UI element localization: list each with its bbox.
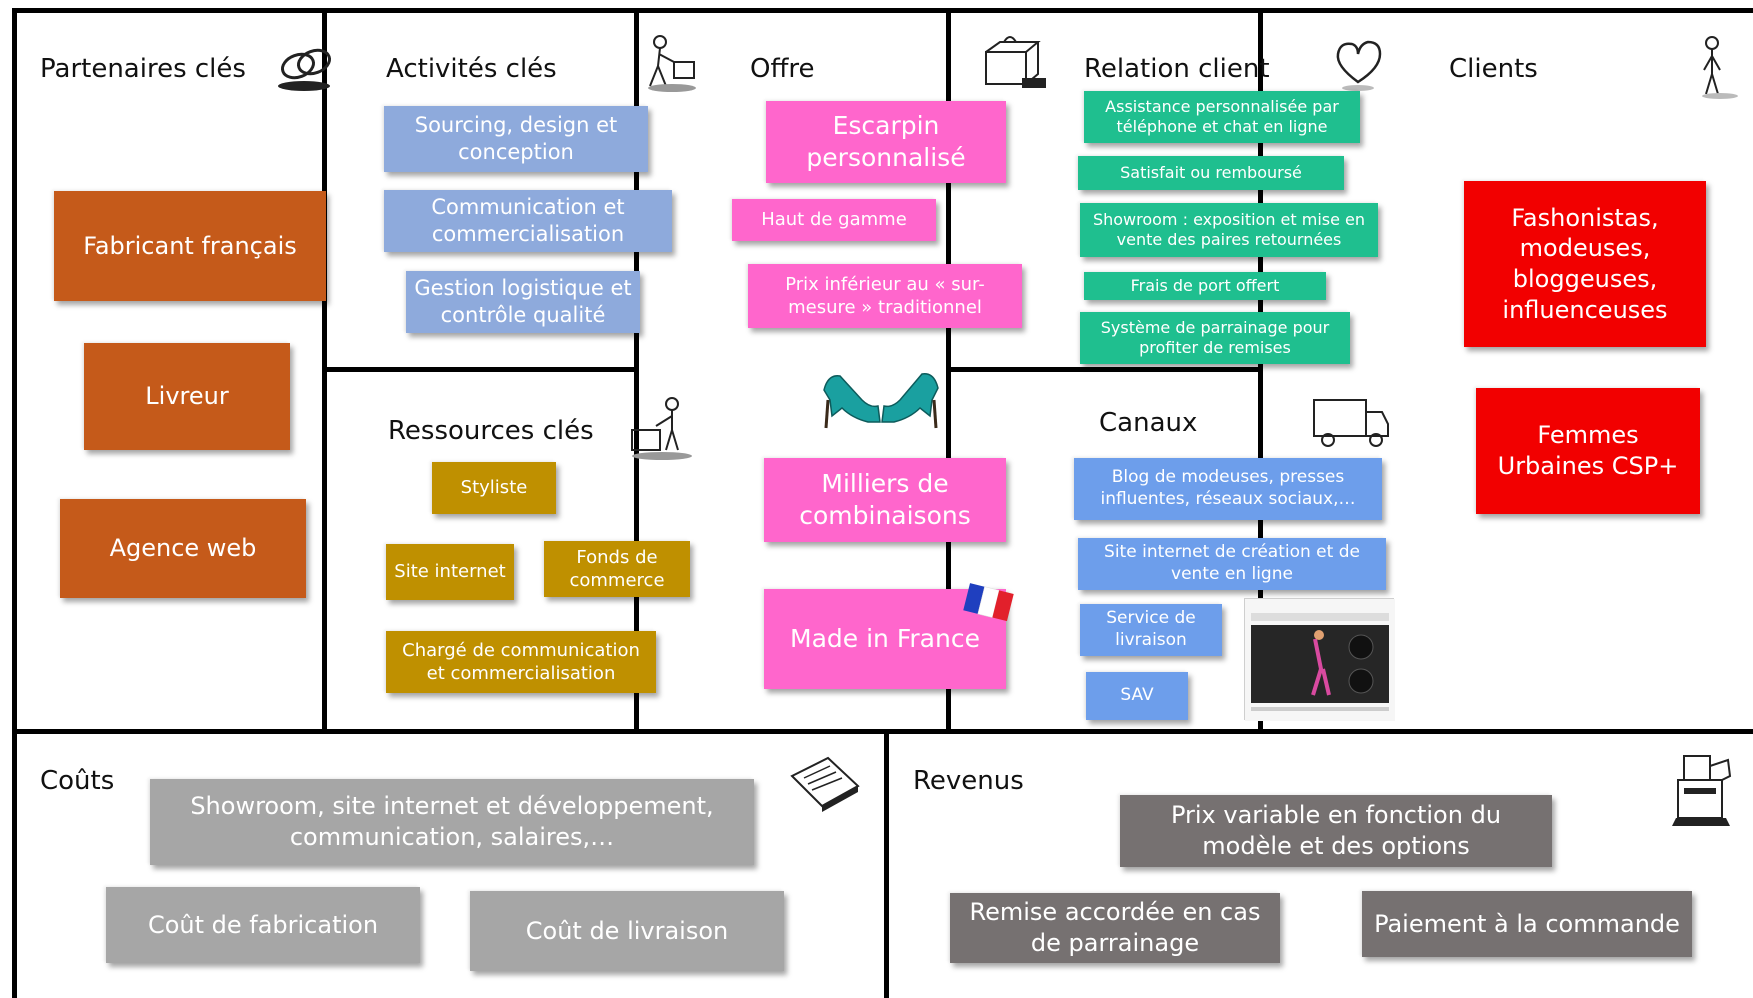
section-title-activites: Activités clés bbox=[386, 54, 557, 84]
offre-card: Prix inférieur au « sur-mesure » traditi… bbox=[748, 264, 1022, 328]
french-flag-icon bbox=[962, 582, 1014, 622]
client-card: Femmes Urbaines CSP+ bbox=[1476, 388, 1700, 514]
client-card: Fashonistas, modeuses, bloggeuses, influ… bbox=[1464, 181, 1706, 347]
relation-card: Frais de port offert bbox=[1084, 272, 1326, 300]
section-title-relation: Relation client bbox=[1084, 54, 1270, 84]
worker-cart-icon bbox=[628, 394, 698, 464]
partenaire-card: Fabricant français bbox=[54, 191, 326, 301]
gift-box-icon bbox=[978, 32, 1050, 96]
section-title-clients: Clients bbox=[1449, 54, 1538, 84]
section-title-revenus: Revenus bbox=[913, 766, 1024, 796]
offre-card: Escarpin personnalisé bbox=[766, 101, 1006, 183]
canal-card: Blog de modeuses, presses influentes, ré… bbox=[1074, 458, 1382, 520]
offre-card: Haut de gamme bbox=[732, 199, 936, 241]
website-screenshot bbox=[1244, 598, 1395, 721]
divider-couts-revenus bbox=[884, 729, 889, 998]
revenu-card: Remise accordée en cas de parrainage bbox=[950, 893, 1280, 963]
offre-card: Milliers de combinaisons bbox=[764, 458, 1006, 542]
divider-activites-ressources bbox=[322, 367, 639, 372]
relation-card: Satisfait ou remboursé bbox=[1078, 156, 1344, 190]
left-border bbox=[12, 8, 17, 998]
relation-card: Showroom : exposition et mise en vente d… bbox=[1080, 203, 1378, 257]
cout-card: Coût de livraison bbox=[470, 891, 784, 971]
partenaire-card: Livreur bbox=[84, 343, 290, 450]
activite-card: Gestion logistique et contrôle qualité bbox=[406, 271, 640, 333]
activite-card: Communication et commercialisation bbox=[384, 190, 672, 252]
worker-pushing-icon bbox=[638, 32, 700, 94]
divider-top-bottom bbox=[12, 729, 1753, 734]
cash-register-icon bbox=[1668, 746, 1738, 830]
receipt-stack-icon bbox=[784, 752, 864, 814]
relation-card: Assistance personnalisée par téléphone e… bbox=[1084, 91, 1360, 143]
heart-icon bbox=[1330, 38, 1386, 92]
ressource-card: Styliste bbox=[432, 462, 556, 514]
canal-card: SAV bbox=[1086, 672, 1188, 720]
section-title-partenaires: Partenaires clés bbox=[40, 54, 246, 84]
ressource-card: Fonds de commerce bbox=[544, 541, 690, 597]
delivery-truck-icon bbox=[1308, 394, 1392, 454]
top-border bbox=[12, 8, 1753, 13]
cout-card: Coût de fabrication bbox=[106, 887, 420, 963]
section-title-ressources: Ressources clés bbox=[388, 416, 594, 446]
section-title-canaux: Canaux bbox=[1099, 408, 1198, 438]
linked-rings-icon bbox=[270, 40, 344, 94]
revenu-card: Prix variable en fonction du modèle et d… bbox=[1120, 795, 1552, 867]
revenu-card: Paiement à la commande bbox=[1362, 891, 1692, 957]
ressource-card: Site internet bbox=[386, 544, 514, 600]
ressource-card: Chargé de communication et commercialisa… bbox=[386, 631, 656, 693]
divider-relation-canaux bbox=[946, 367, 1263, 372]
canal-card: Site internet de création et de vente en… bbox=[1078, 538, 1386, 590]
partenaire-card: Agence web bbox=[60, 499, 306, 598]
canal-card: Service de livraison bbox=[1080, 604, 1222, 656]
activite-card: Sourcing, design et conception bbox=[384, 106, 648, 172]
turquoise-high-heels bbox=[818, 360, 946, 432]
section-title-couts: Coûts bbox=[40, 766, 115, 796]
cout-card: Showroom, site internet et développement… bbox=[150, 779, 754, 865]
relation-card: Système de parrainage pour profiter de r… bbox=[1080, 312, 1350, 364]
standing-person-icon bbox=[1690, 34, 1740, 100]
section-title-offre: Offre bbox=[750, 54, 815, 84]
